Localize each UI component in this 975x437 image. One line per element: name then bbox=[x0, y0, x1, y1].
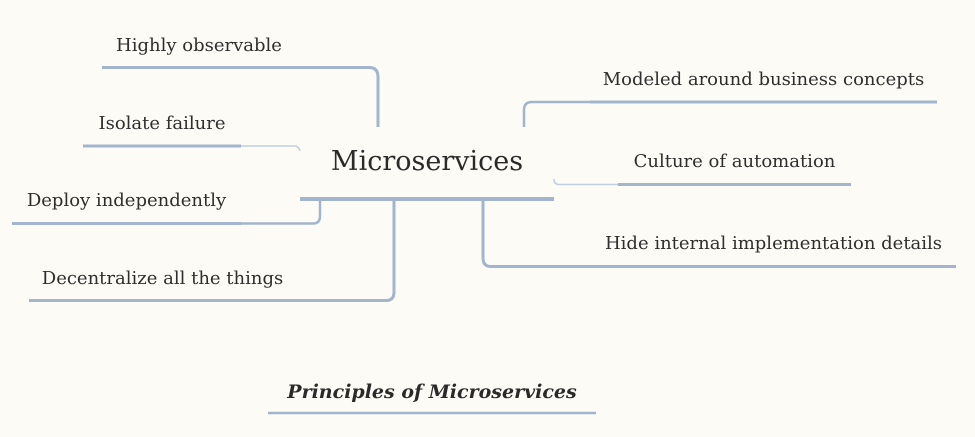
branch-connector-highly-observable bbox=[296, 66, 380, 127]
branch-connector-isolate-failure bbox=[241, 145, 301, 152]
branch-deploy-independently[interactable]: Deploy independently bbox=[26, 190, 227, 211]
branch-connector-culture bbox=[553, 178, 618, 186]
branch-connector-decentralize bbox=[296, 199, 396, 302]
branch-connector-modeled bbox=[522, 100, 590, 127]
branch-culture-of-automation[interactable]: Culture of automation bbox=[633, 151, 836, 172]
branch-decentralize-all-the-things[interactable]: Decentralize all the things bbox=[41, 268, 284, 289]
branch-modeled-around-business-concepts[interactable]: Modeled around business concepts bbox=[602, 69, 925, 90]
branch-connector-deploy-independently bbox=[241, 199, 322, 225]
branch-highly-observable[interactable]: Highly observable bbox=[116, 35, 282, 56]
branch-hide-internal-implementation-details[interactable]: Hide internal implementation details bbox=[604, 233, 943, 254]
map-caption: Principles of Microservices bbox=[287, 381, 577, 403]
branch-connector-hide-internal bbox=[481, 199, 591, 268]
central-topic[interactable]: Microservices bbox=[330, 146, 524, 177]
branch-isolate-failure[interactable]: Isolate failure bbox=[98, 113, 226, 134]
